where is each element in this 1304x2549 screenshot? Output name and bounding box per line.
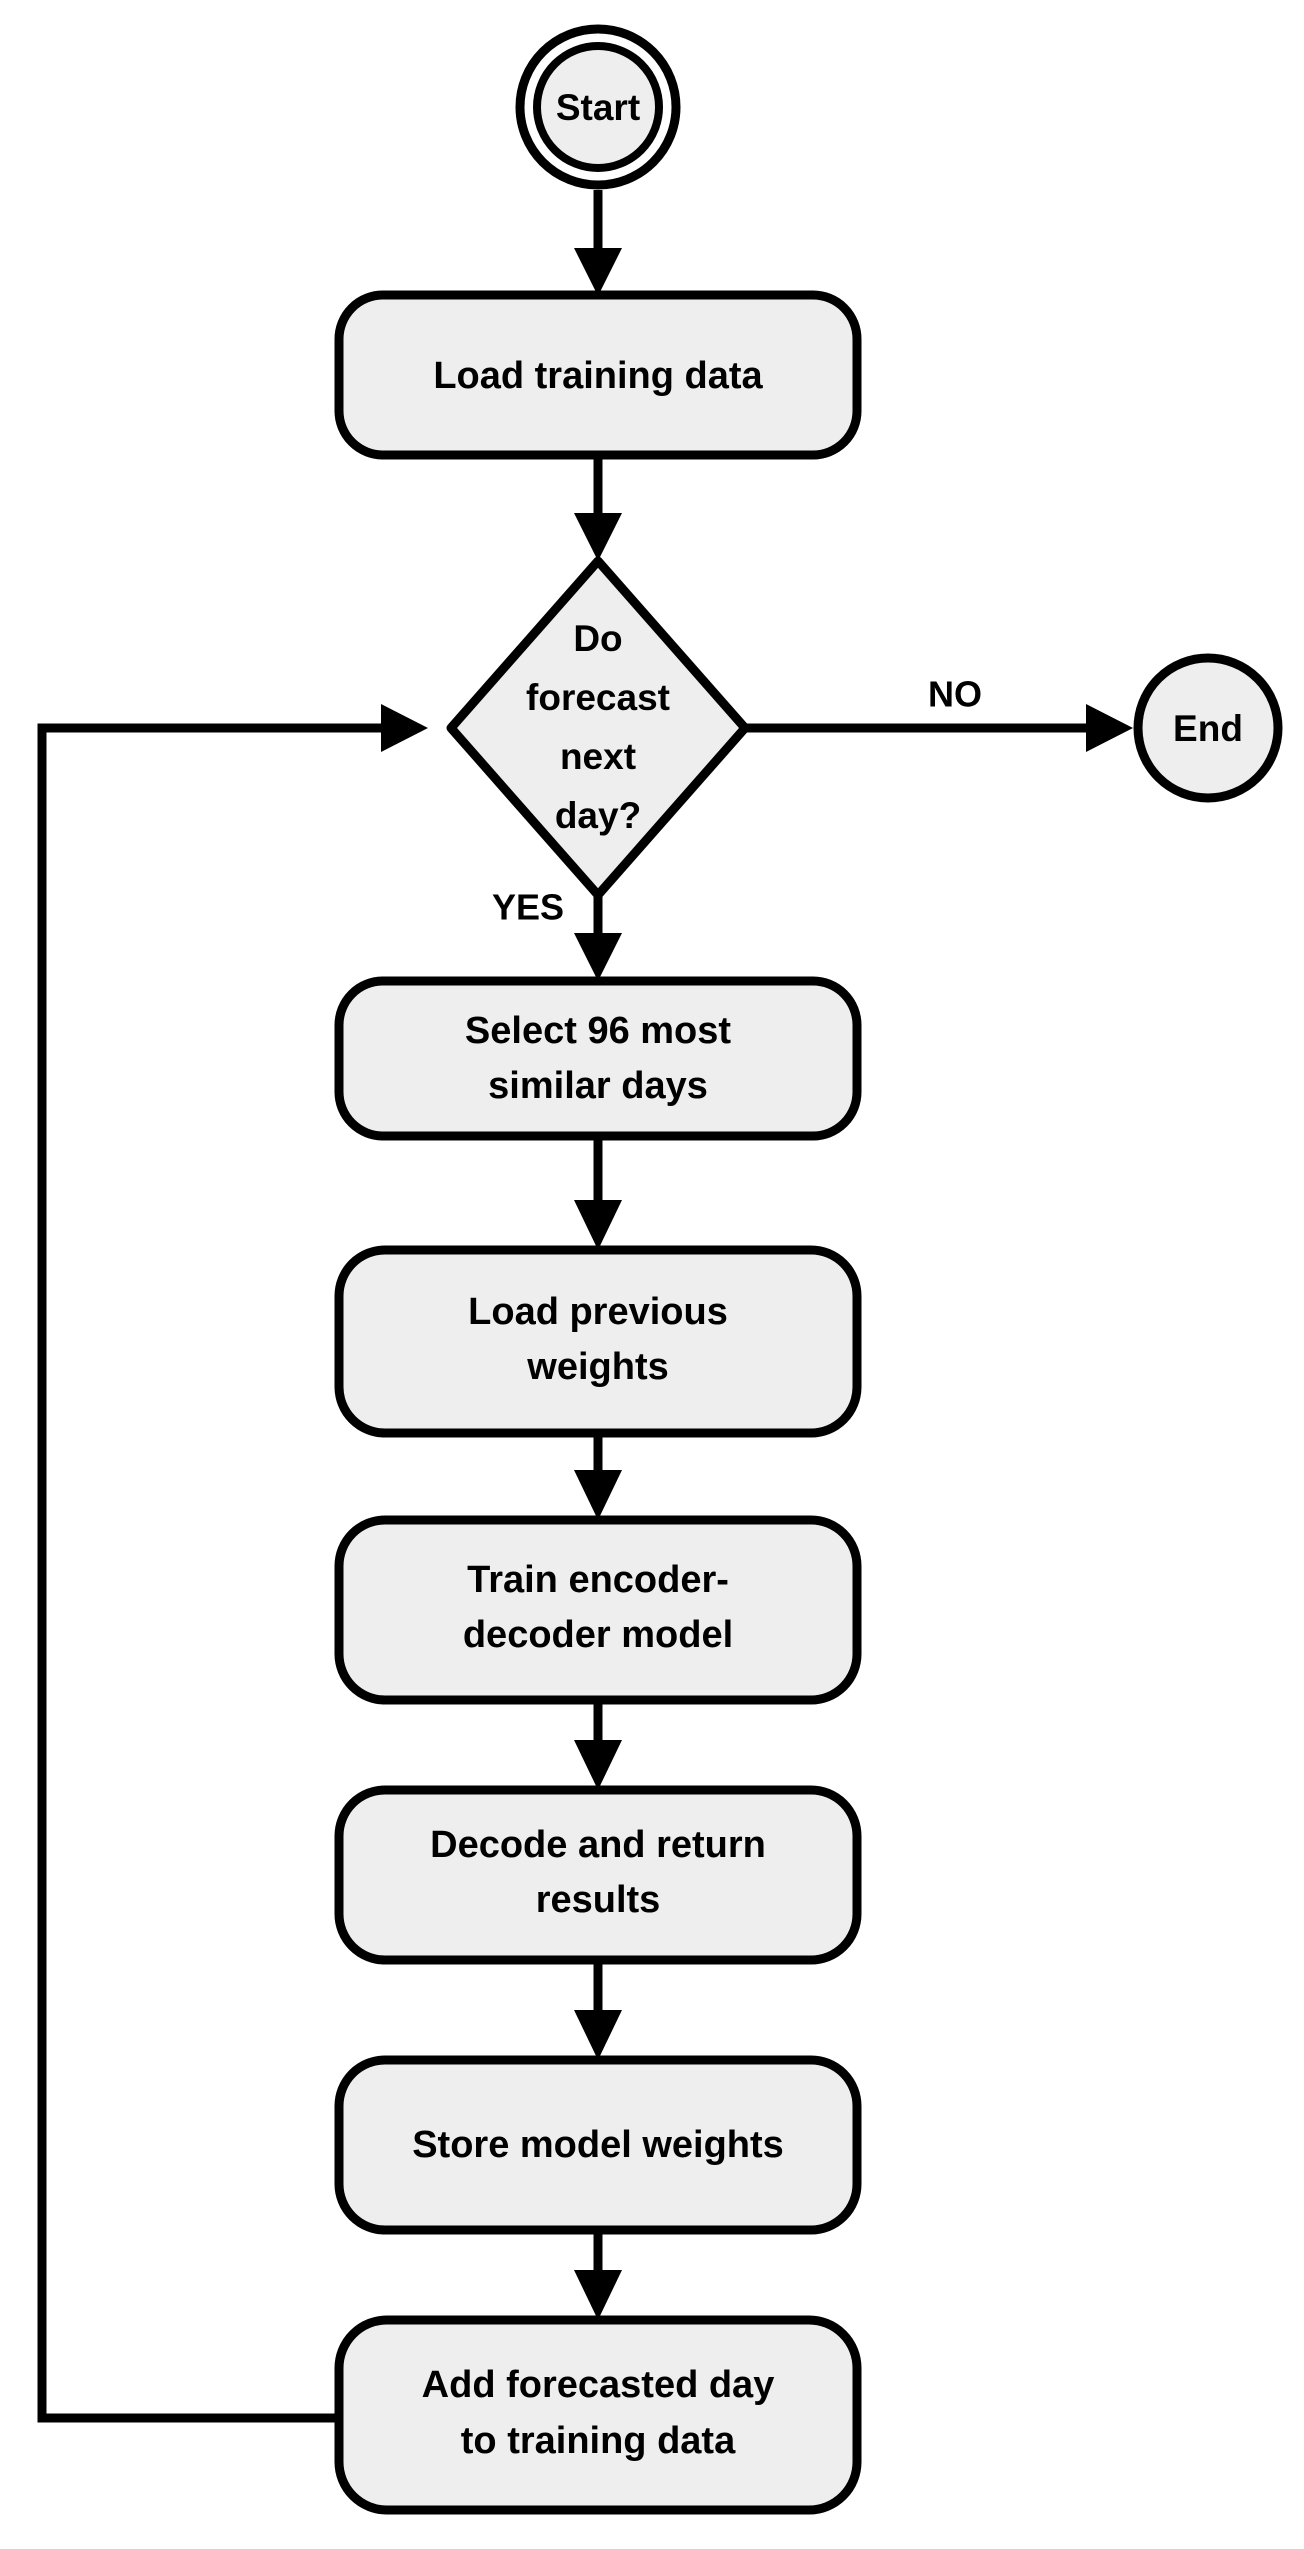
- train-encoder-decoder-label-line-1: Train encoder-: [467, 1559, 729, 1601]
- node-load-training-data[interactable]: Load training data: [334, 290, 862, 460]
- decode-return-results-box: [334, 1785, 862, 1965]
- arrow-head-icon: [574, 2010, 622, 2060]
- end-circle: [1133, 653, 1283, 803]
- node-end[interactable]: End: [1133, 653, 1283, 803]
- arrow-head-icon: [381, 704, 428, 752]
- edge-train-to-decode: [574, 1700, 622, 1790]
- load-previous-weights-label-line-1: Load previous: [468, 1291, 728, 1333]
- store-model-weights-label: Store model weights: [412, 2124, 784, 2166]
- edge-decode-to-store-model-weights: [574, 1960, 622, 2060]
- decision-label-line-1: Do: [573, 618, 622, 659]
- arrow-head-icon: [574, 2270, 622, 2320]
- decision-diamond: [446, 556, 750, 900]
- arrow-head-icon: [574, 933, 622, 981]
- load-training-data-box: [334, 290, 862, 460]
- edge-decision-to-end-no: NO: [745, 674, 1133, 752]
- decision-label-line-3: next: [560, 736, 636, 777]
- arrow-head-icon: [574, 513, 622, 561]
- node-train-encoder-decoder[interactable]: Train encoder- decoder model: [334, 1515, 862, 1705]
- edge-store-to-add-forecasted-day: [574, 2230, 622, 2320]
- arrow-head-icon: [574, 248, 622, 296]
- decision-label-line-4: day?: [555, 795, 641, 836]
- load-previous-weights-box: [334, 1245, 862, 1438]
- edge-start-to-load-training-data: [574, 190, 622, 296]
- store-model-weights-box: [334, 2055, 862, 2235]
- add-forecasted-day-box: [334, 2315, 862, 2515]
- start-label: Start: [556, 87, 640, 128]
- edge-load-training-data-to-decision: [574, 455, 622, 561]
- arrow-head-icon: [574, 1470, 622, 1520]
- start-inner-circle: [533, 42, 663, 172]
- node-start[interactable]: Start: [515, 24, 681, 190]
- node-select-similar-days[interactable]: Select 96 most similar days: [334, 976, 862, 1141]
- node-store-model-weights[interactable]: Store model weights: [334, 2055, 862, 2235]
- node-load-previous-weights[interactable]: Load previous weights: [334, 1245, 862, 1438]
- arrow-head-icon: [574, 1200, 622, 1250]
- edge-select-to-load-previous-weights: [574, 1135, 622, 1250]
- decode-return-results-label-line-2: results: [536, 1879, 661, 1921]
- arrow-head-icon: [1086, 704, 1133, 752]
- train-encoder-decoder-label-line-2: decoder model: [463, 1614, 733, 1656]
- edge-load-previous-weights-to-train: [574, 1432, 622, 1520]
- select-similar-days-label-line-1: Select 96 most: [465, 1010, 731, 1052]
- edge-label-yes: YES: [492, 887, 564, 928]
- arrow-head-icon: [574, 1740, 622, 1790]
- node-do-forecast-next-day[interactable]: Do forecast next day?: [446, 556, 750, 900]
- select-similar-days-label-line-2: similar days: [488, 1065, 708, 1107]
- decision-label-line-2: forecast: [526, 677, 670, 718]
- end-label: End: [1173, 708, 1243, 749]
- train-encoder-decoder-box: [334, 1515, 862, 1705]
- decode-return-results-label-line-1: Decode and return: [430, 1824, 766, 1866]
- add-forecasted-day-label-line-2: to training data: [461, 2420, 736, 2462]
- select-similar-days-box: [334, 976, 862, 1141]
- load-previous-weights-label-line-2: weights: [526, 1346, 668, 1388]
- node-decode-return-results[interactable]: Decode and return results: [334, 1785, 862, 1965]
- edge-add-forecasted-day-to-decision-loop: [37, 704, 428, 2423]
- add-forecasted-day-label-line-1: Add forecasted day: [422, 2364, 775, 2406]
- load-training-data-label: Load training data: [433, 355, 763, 397]
- edge-label-no: NO: [928, 674, 982, 715]
- node-add-forecasted-day[interactable]: Add forecasted day to training data: [334, 2315, 862, 2515]
